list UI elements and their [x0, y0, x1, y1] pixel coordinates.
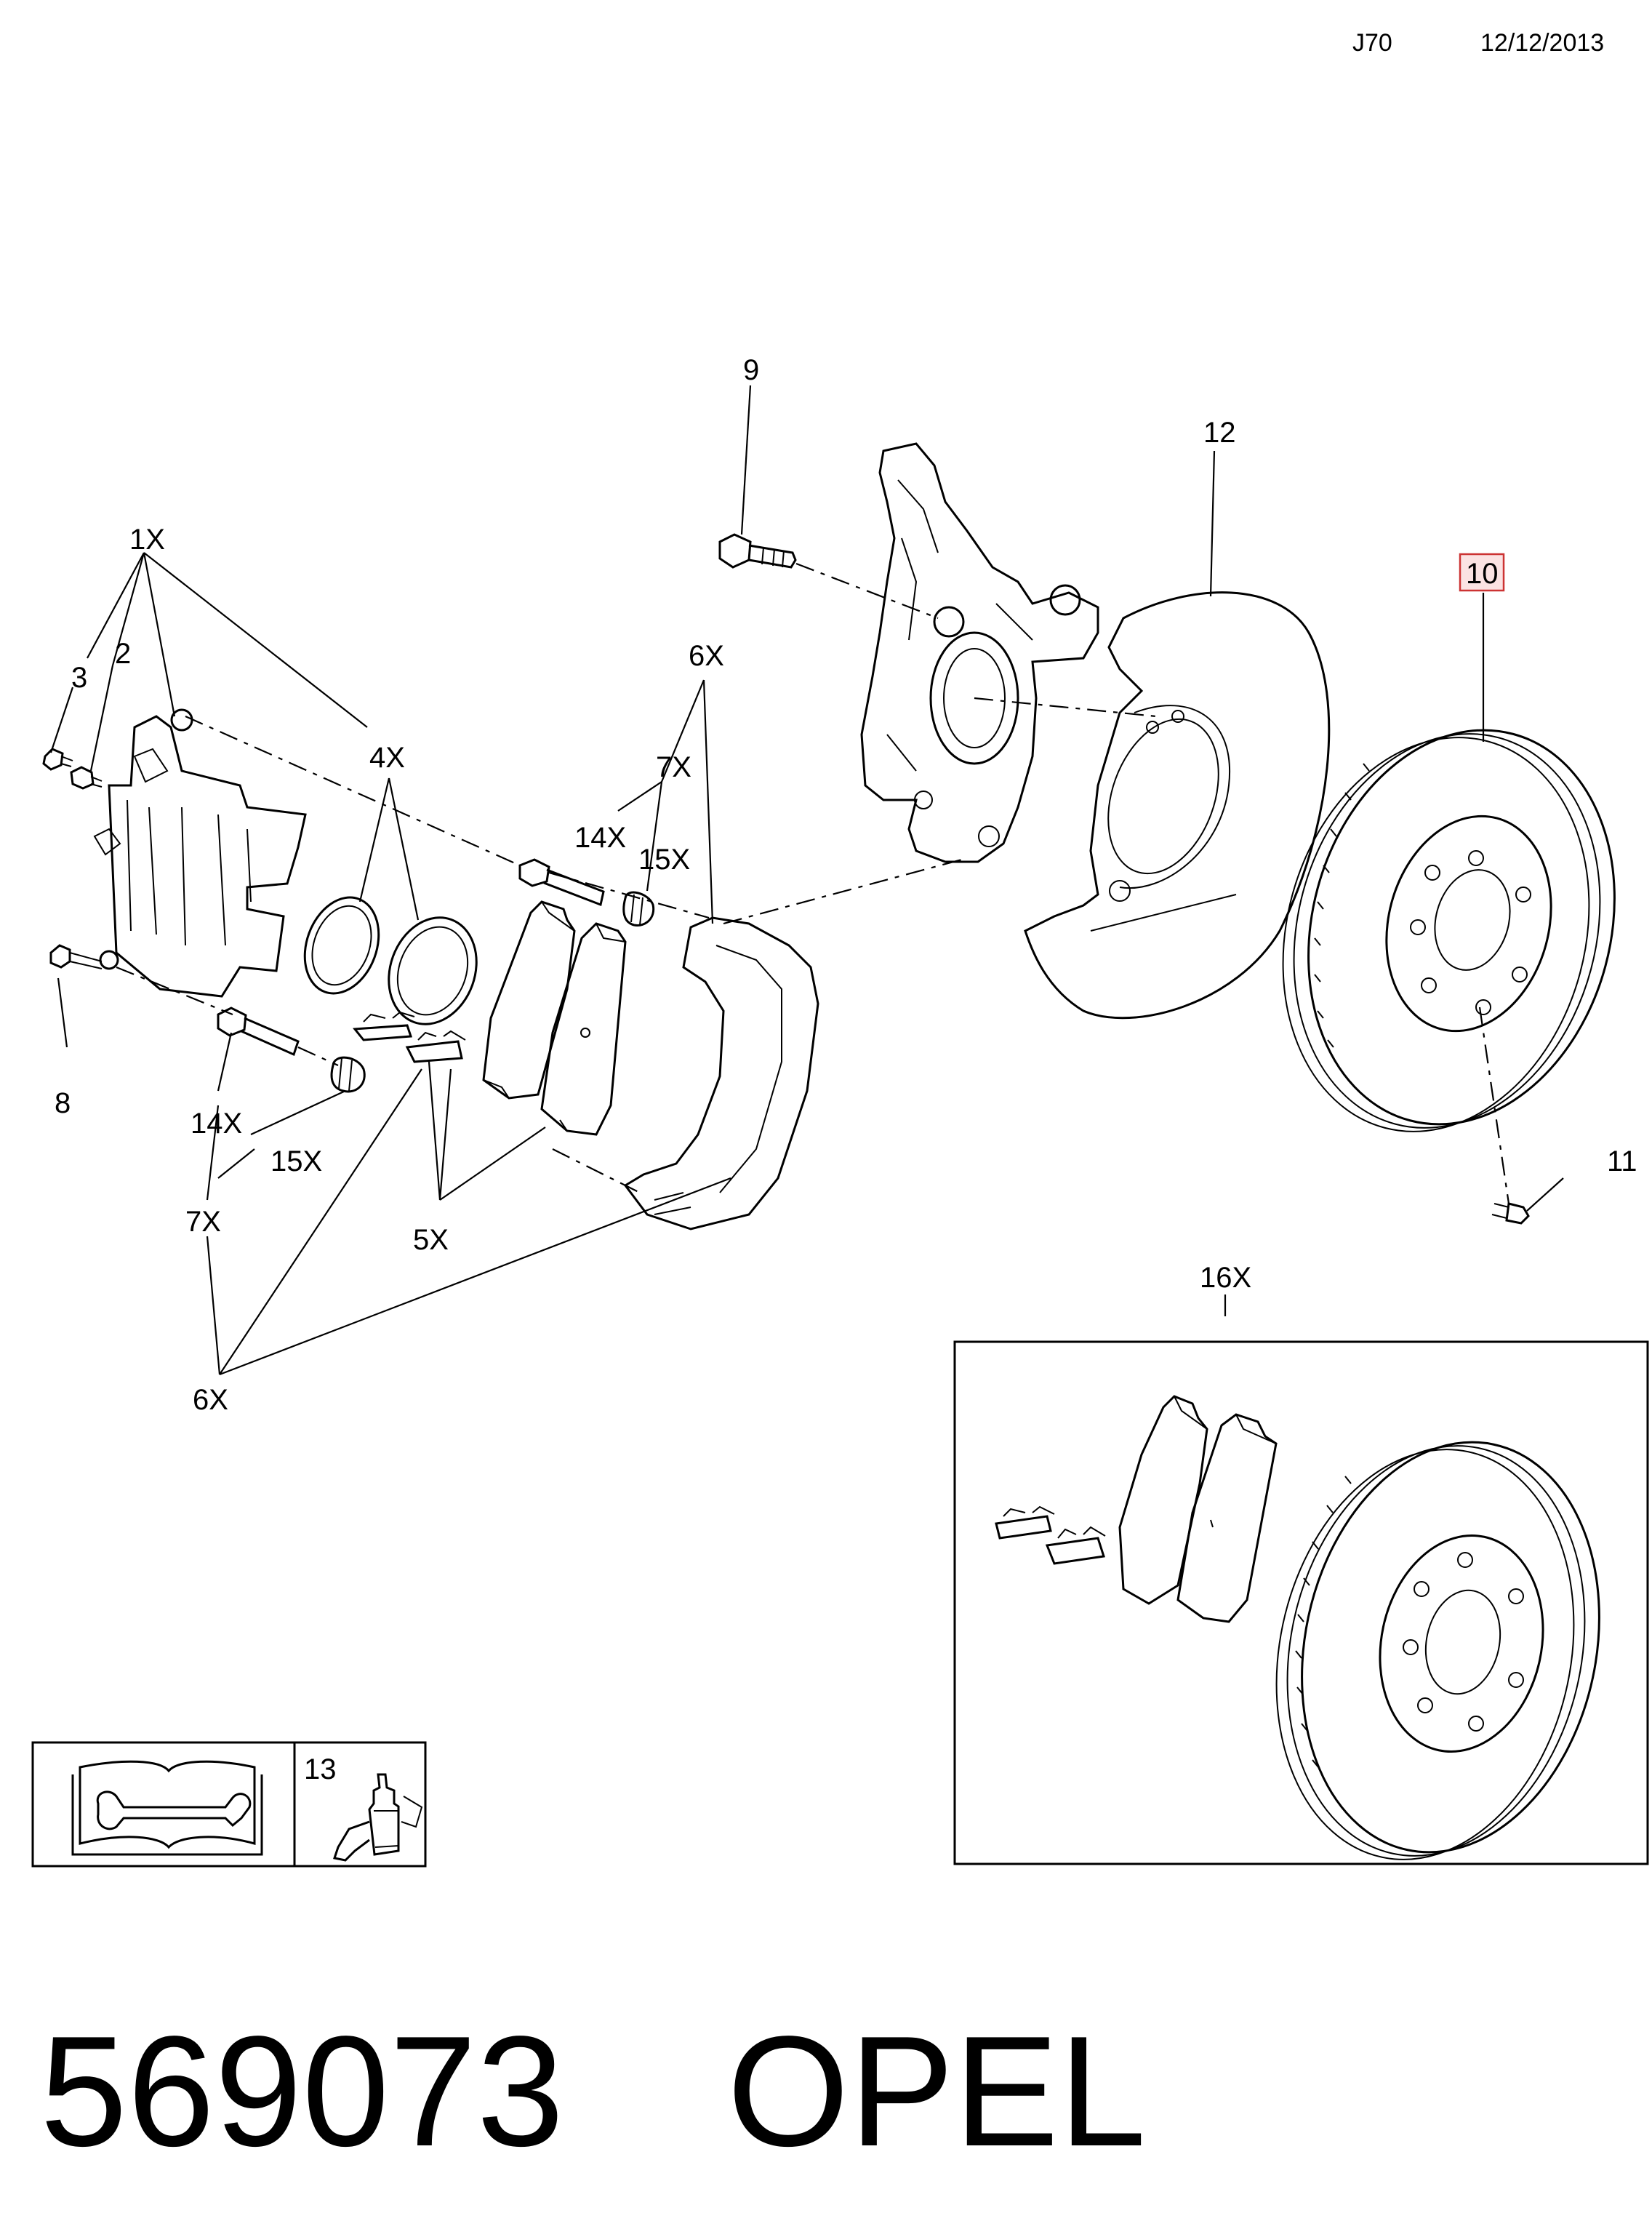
bolt-8 [49, 944, 103, 969]
screw-11 [1491, 1202, 1530, 1225]
guide-pin-14x-upper [518, 858, 605, 907]
callout-9: 9 [743, 354, 759, 386]
caliper-housing [93, 708, 307, 998]
bolt-3 [42, 748, 73, 771]
callout-12: 12 [1203, 417, 1236, 449]
brake-splash-shield-12 [1024, 591, 1331, 1020]
callout-15x-top: 15X [638, 844, 690, 876]
callout-7x-bottom: 7X [185, 1206, 221, 1238]
callout-leader-lines [49, 385, 1564, 1376]
brake-disc-10 [1282, 729, 1616, 1132]
callout-11: 11 [1607, 1145, 1637, 1177]
legend-box: 13 [31, 1741, 427, 1868]
footer-part-number: 569073 [40, 2003, 564, 2179]
repair-manual-icon [71, 1760, 263, 1856]
guide-boot-15x-upper [622, 891, 655, 927]
callout-14x-bottom: 14X [191, 1108, 242, 1140]
header-date: 12/12/2013 [1480, 29, 1604, 57]
callout-labels: 1X 2 3 4X 6X 7X 14X 15X 9 12 10 11 8 14X… [55, 354, 1637, 1416]
callout-4x: 4X [369, 742, 405, 774]
bleeder-screw-2 [70, 766, 103, 790]
callout-6x-top: 6X [689, 640, 724, 672]
callout-6x-bottom: 6X [193, 1384, 228, 1416]
steering-knuckle [860, 442, 1099, 863]
callout-8: 8 [55, 1087, 71, 1119]
callout-3: 3 [71, 662, 87, 694]
callout-10: 10 [1466, 558, 1499, 590]
anti-rattle-clips-5x [353, 1011, 466, 1063]
header-code: J70 [1352, 29, 1392, 57]
piston-seals-4x [303, 896, 478, 1025]
legend-callout-13: 13 [304, 1753, 337, 1785]
callout-1x: 1X [129, 524, 165, 556]
guide-boot-15x-lower [330, 1056, 366, 1093]
callout-2: 2 [115, 638, 131, 670]
callout-7x-top: 7X [656, 751, 691, 783]
adhesive-bottle-icon [333, 1773, 423, 1862]
callout-5x: 5X [413, 1224, 449, 1256]
assembly-centerlines [116, 562, 1510, 1204]
kit-16x-box [953, 1340, 1649, 1865]
callout-10-highlight [1459, 553, 1505, 592]
footer-brand: OPEL [727, 2003, 1146, 2179]
callout-16x: 16X [1200, 1262, 1251, 1294]
callout-15x-bottom: 15X [270, 1145, 322, 1177]
brake-pads-5x [482, 900, 627, 1136]
bolt-9 [718, 533, 797, 569]
caliper-bracket-6x [623, 916, 819, 1230]
callout-14x-top: 14X [574, 822, 626, 854]
guide-pin-14x-lower [217, 1007, 300, 1057]
